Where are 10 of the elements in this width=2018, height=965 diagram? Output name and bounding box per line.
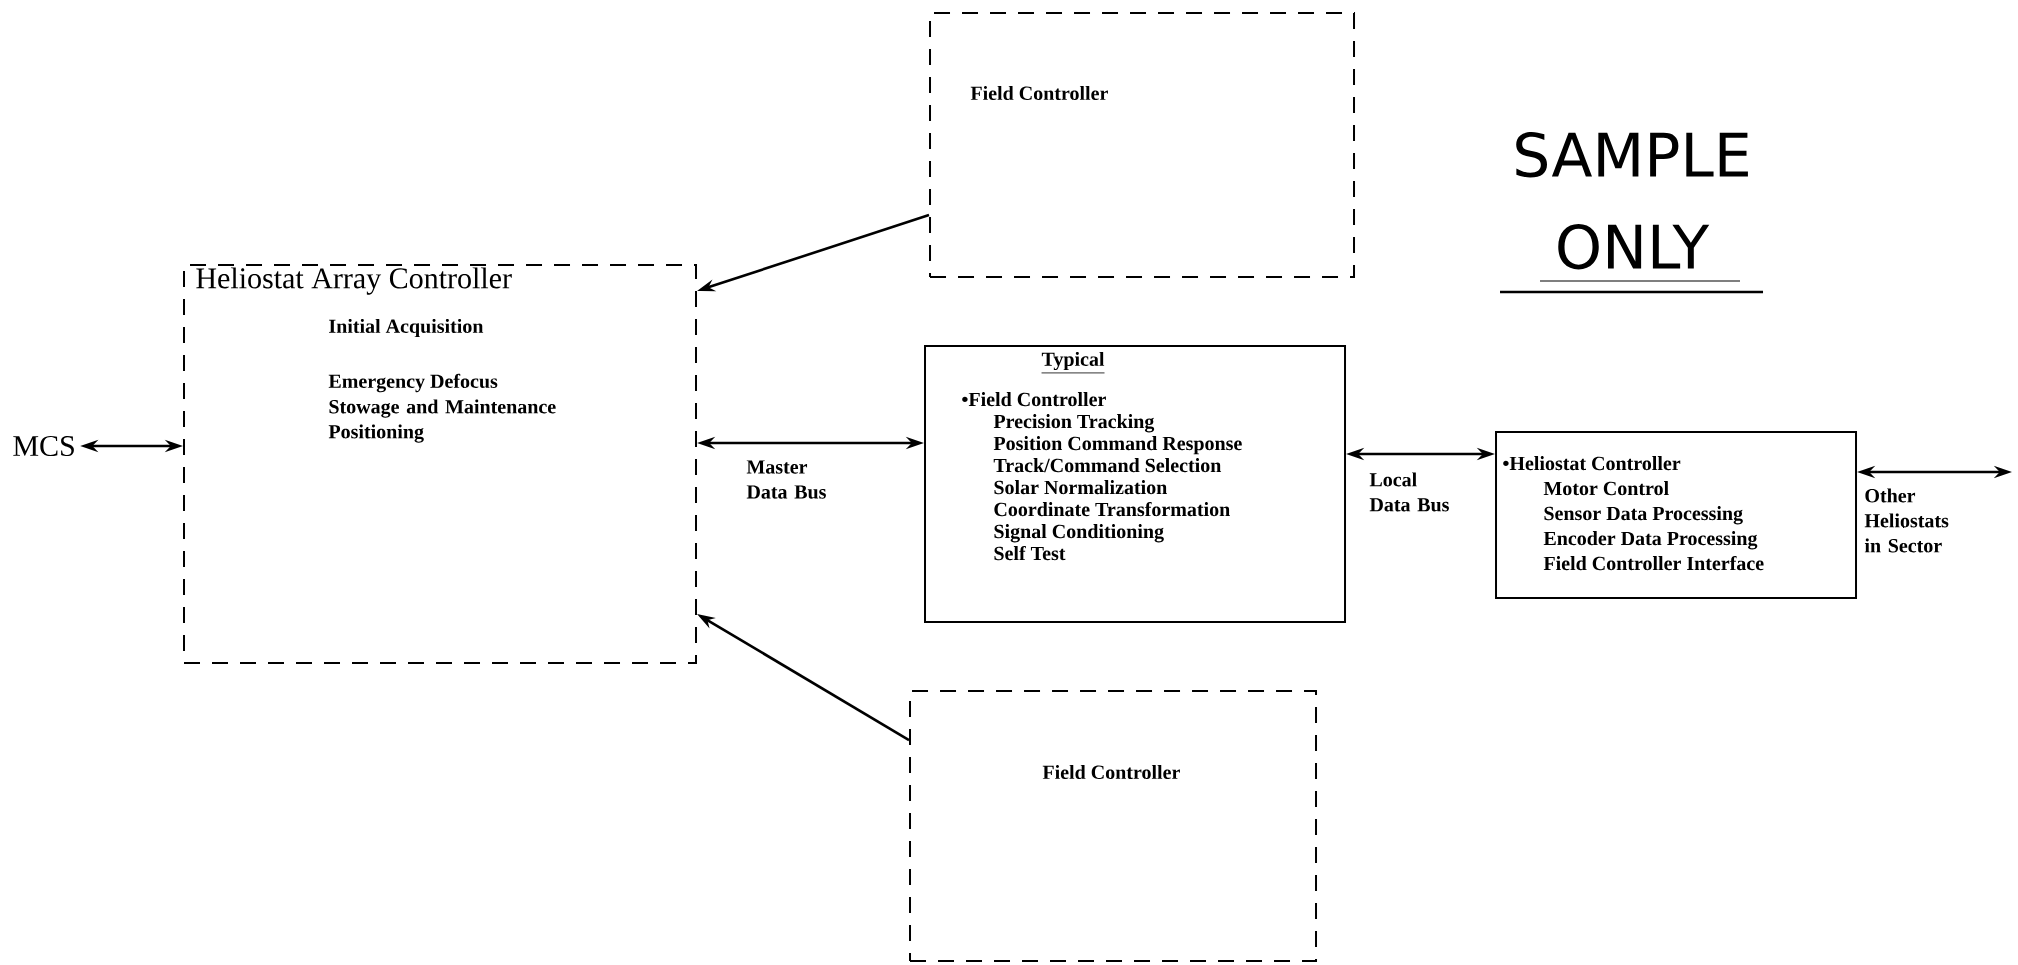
controller-box: Heliostat Array Controller Initial Acquisition Emergency Defocus Stowage and Maintenance Positioning (183, 264, 697, 664)
edge-label: Local Data Bus (1369, 472, 1449, 512)
stamp-text: SAMPLE ONLY (1516, 132, 1748, 270)
controller-box: Field Controller (909, 690, 1317, 962)
controller-box: •Heliostat Controller Motor Control Sensor Data Processing Encoder Data Processing Field Controller Interface (1495, 431, 1857, 599)
edge-label: Master Data Bus (746, 460, 826, 499)
controller-box: Field Controller (929, 12, 1355, 278)
system-label: MCS (13, 435, 74, 457)
controller-box: Typical •Field Controller Precision Tracking Position Command Response Track/Command Selection Solar Normalization Coordinate Transformation Signal Conditioning Self Test (924, 345, 1346, 623)
edge-label: Other Heliostats in Sector (1864, 488, 1949, 553)
